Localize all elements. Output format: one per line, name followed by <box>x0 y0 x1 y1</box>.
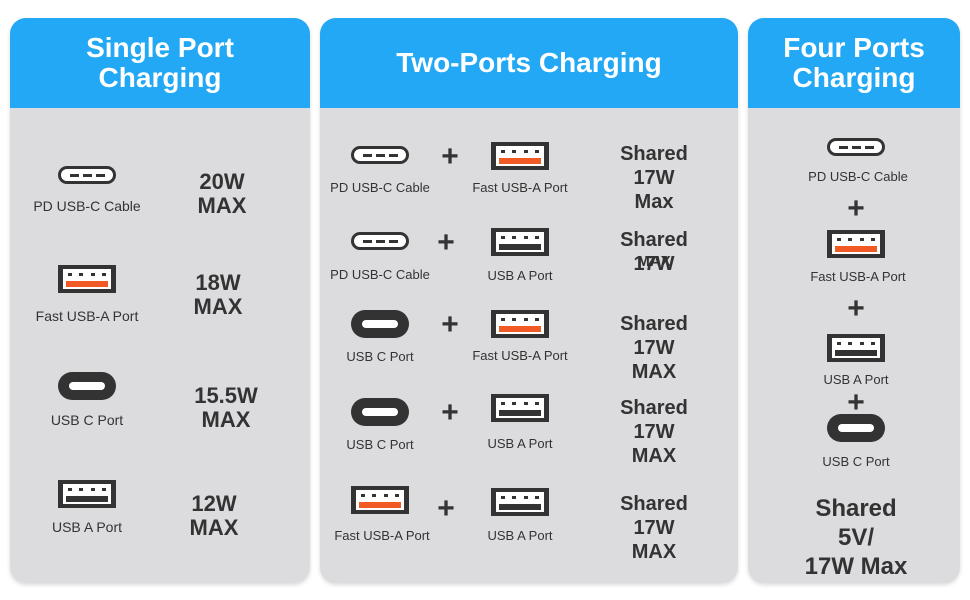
fast-usb-a-port-icon <box>58 265 116 293</box>
usb-c-cable-icon <box>351 232 409 250</box>
two-ports-title: Two-Ports Charging <box>320 18 738 108</box>
two-row-value-suffix: MAX <box>637 253 671 270</box>
four-ports-value: Shared 5V/ 17W Max <box>804 495 908 580</box>
single-row-label: USB A Port <box>51 519 123 535</box>
plus-icon: + <box>441 140 459 173</box>
usb-c-port-icon <box>827 414 885 442</box>
single-row-label: USB C Port <box>50 412 124 428</box>
fast-usb-a-port-icon <box>351 486 409 514</box>
usb-a-port-icon <box>491 488 549 516</box>
two-row-right-label: USB A Port <box>487 268 553 283</box>
usb-c-cable-icon <box>58 166 116 184</box>
two-row-value: Shared 17W MAX <box>620 493 688 563</box>
four-item-label: USB C Port <box>822 454 890 469</box>
two-row-left-label: USB C Port <box>346 437 414 452</box>
plus-icon: + <box>847 386 865 419</box>
two-row-right-label: Fast USB-A Port <box>472 348 568 363</box>
plus-icon: + <box>847 292 865 325</box>
four-ports-card: Four Ports Charging PD USB-C Cable + Fas… <box>748 18 960 583</box>
usb-a-port-icon <box>491 394 549 422</box>
usb-a-port-icon <box>491 228 549 256</box>
usb-c-cable-icon <box>827 138 885 156</box>
usb-c-port-icon <box>351 398 409 426</box>
two-row-value: Shared 17W Max <box>620 143 688 213</box>
four-item-label: Fast USB-A Port <box>810 269 906 284</box>
four-item-label: PD USB-C Cable <box>808 169 908 184</box>
two-row-value: Shared 17W <box>620 229 688 275</box>
single-row-value: 12W MAX <box>189 491 239 540</box>
single-row-value: 20W MAX <box>197 169 247 218</box>
two-row-right-label: USB A Port <box>487 528 553 543</box>
four-ports-title: Four Ports Charging <box>748 18 960 108</box>
two-row-left-label: USB C Port <box>346 349 414 364</box>
plus-icon: + <box>847 192 865 225</box>
two-row-left-label: PD USB-C Cable <box>330 180 430 195</box>
fast-usb-a-port-icon <box>827 230 885 258</box>
two-ports-card: Two-Ports Charging PD USB-C Cable + Fast… <box>320 18 738 583</box>
two-row-left-label: PD USB-C Cable <box>330 267 430 282</box>
usb-c-cable-icon <box>351 146 409 164</box>
single-row-value: 18W MAX <box>193 270 243 319</box>
four-item-label: USB A Port <box>823 372 889 387</box>
usb-a-port-icon <box>827 334 885 362</box>
usb-c-port-icon <box>58 372 116 400</box>
two-row-left-label: Fast USB-A Port <box>334 528 430 543</box>
two-row-value: Shared 17W MAX <box>620 397 688 467</box>
single-row-label: PD USB-C Cable <box>33 198 141 214</box>
single-port-card: Single Port Charging PD USB-C Cable 20W … <box>10 18 310 583</box>
plus-icon: + <box>437 492 455 525</box>
plus-icon: + <box>441 308 459 341</box>
plus-icon: + <box>437 226 455 259</box>
usb-a-port-icon <box>58 480 116 508</box>
fast-usb-a-port-icon <box>491 142 549 170</box>
two-row-right-label: USB A Port <box>487 436 553 451</box>
single-row-value: 15.5W MAX <box>194 383 258 432</box>
usb-c-port-icon <box>351 310 409 338</box>
single-row-label: Fast USB-A Port <box>35 308 139 324</box>
plus-icon: + <box>441 396 459 429</box>
fast-usb-a-port-icon <box>491 310 549 338</box>
two-row-value: Shared 17W MAX <box>620 313 688 383</box>
single-port-title: Single Port Charging <box>10 18 310 108</box>
two-row-right-label: Fast USB-A Port <box>472 180 568 195</box>
